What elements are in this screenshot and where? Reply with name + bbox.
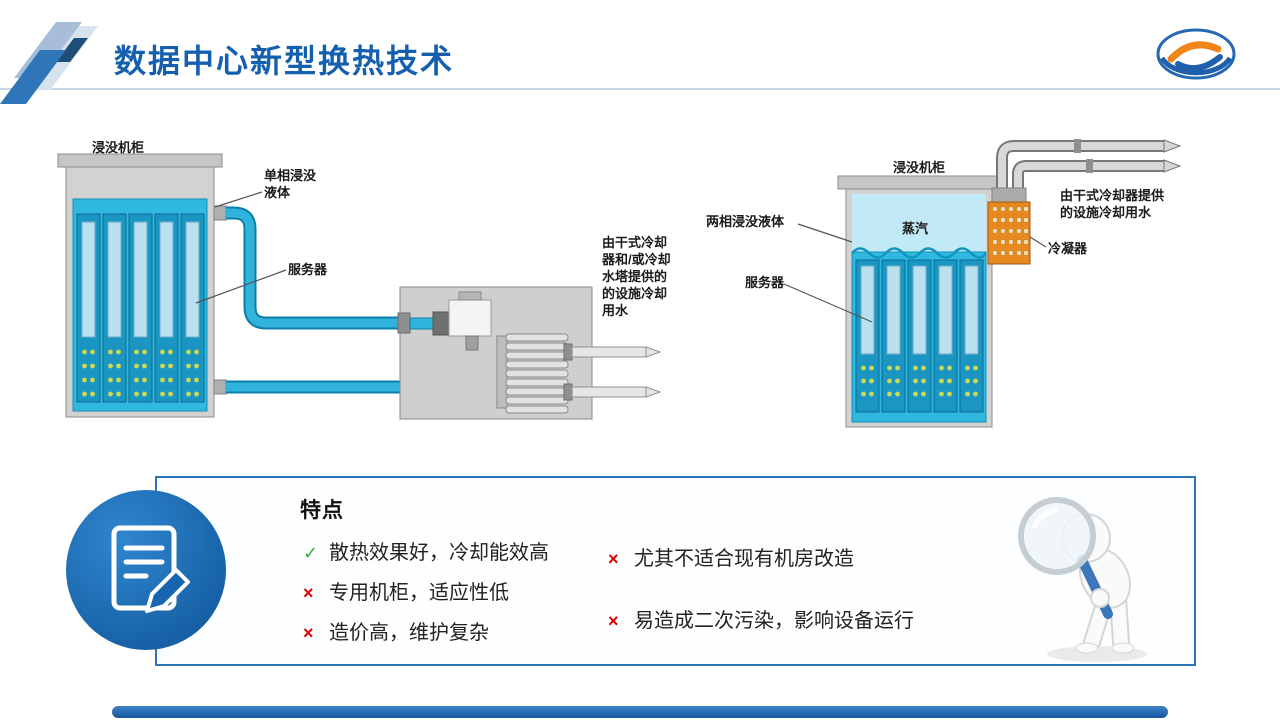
servers-left bbox=[76, 213, 205, 403]
cross-icon: × bbox=[608, 611, 619, 631]
figure-with-magnifier-illustration bbox=[1018, 497, 1147, 662]
right-immersion-tank bbox=[837, 175, 1001, 428]
label-server-left: 服务器 bbox=[288, 262, 328, 277]
features-left-column: ✓ 散热效果好，冷却能效高 × 专用机柜，适应性低 × 造价高，维护复杂 bbox=[303, 540, 549, 660]
feature-text: 尤其不适合现有机房改造 bbox=[634, 548, 854, 570]
feature-text: 易造成二次污染，影响设备运行 bbox=[634, 610, 914, 632]
label-two-phase-liquid: 两相浸没液体 bbox=[706, 214, 785, 229]
label-vapor: 蒸汽 bbox=[902, 221, 929, 236]
check-icon: ✓ bbox=[303, 543, 319, 563]
coolant-pipes-left bbox=[226, 206, 400, 394]
page-title: 数据中心新型换热技术 bbox=[114, 43, 455, 79]
label-facility-water-left: 由干式冷却 器和/或冷却 水塔提供的 的设施冷却 用水 bbox=[602, 235, 671, 318]
features-panel bbox=[155, 476, 1196, 666]
label-facility-water-right: 由干式冷却器提供 的设施冷却用水 bbox=[1060, 188, 1165, 220]
label-condenser: 冷凝器 bbox=[1048, 241, 1088, 256]
label-tank-right: 浸没机柜 bbox=[893, 160, 946, 175]
feature-item: × 尤其不适合现有机房改造 bbox=[608, 546, 914, 572]
label-tank-left: 浸没机柜 bbox=[92, 140, 145, 155]
features-right-column: × 尤其不适合现有机房改造 × 易造成二次污染，影响设备运行 bbox=[608, 546, 914, 670]
header-divider bbox=[0, 88, 1280, 90]
bottom-accent-bar bbox=[112, 706, 1168, 718]
feature-text: 专用机柜，适应性低 bbox=[329, 582, 509, 604]
feature-text: 造价高，维护复杂 bbox=[329, 622, 489, 644]
feature-item: × 专用机柜，适应性低 bbox=[303, 580, 549, 606]
condenser bbox=[987, 201, 1031, 265]
features-badge bbox=[66, 490, 226, 650]
logo-icon bbox=[1156, 28, 1236, 80]
feature-text: 散热效果好，冷却能效高 bbox=[329, 542, 549, 564]
cross-icon: × bbox=[608, 549, 619, 569]
heat-exchanger-unit bbox=[397, 286, 662, 420]
label-single-phase-liquid: 单相浸没 液体 bbox=[264, 168, 317, 200]
leader-lines-right bbox=[783, 223, 1047, 323]
features-title: 特点 bbox=[300, 499, 344, 522]
left-immersion-tank bbox=[57, 153, 227, 418]
cross-icon: × bbox=[303, 623, 314, 643]
servers-right bbox=[855, 259, 984, 413]
feature-item: ✓ 散热效果好，冷却能效高 bbox=[303, 540, 549, 566]
document-pen-icon bbox=[111, 525, 190, 613]
feature-item: × 造价高，维护复杂 bbox=[303, 620, 549, 646]
cross-icon: × bbox=[303, 583, 314, 603]
leader-lines-left bbox=[195, 191, 287, 304]
header-decoration bbox=[0, 22, 98, 104]
feature-item: × 易造成二次污染，影响设备运行 bbox=[608, 608, 914, 634]
facility-water-pipes-right bbox=[991, 139, 1182, 205]
label-server-right: 服务器 bbox=[745, 275, 785, 290]
